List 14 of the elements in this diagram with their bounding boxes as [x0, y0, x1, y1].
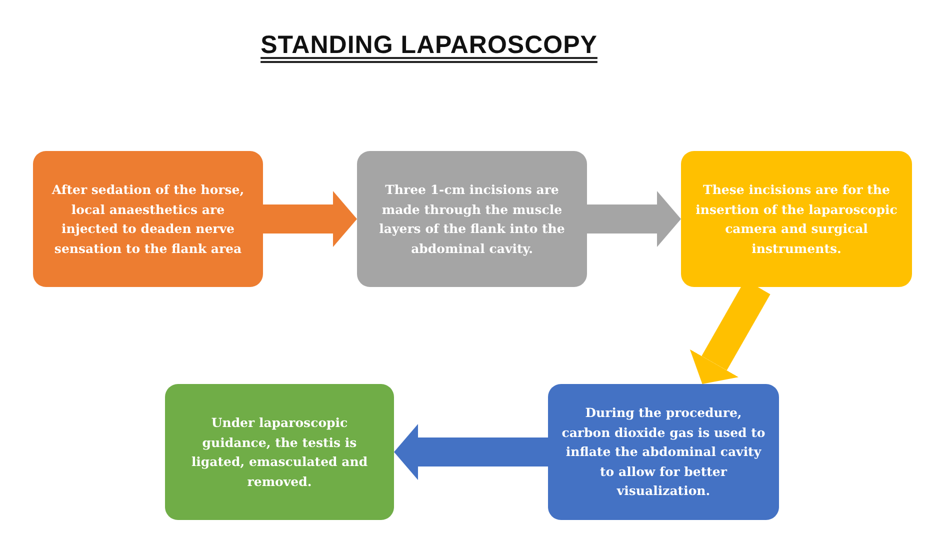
step-text: Three 1-cm incisions are made through the muscle layers of the flank into the abdominal cavity.: [378, 181, 566, 258]
block-arrow: [263, 191, 357, 247]
step-box: [33, 151, 263, 287]
step-text: After sedation of the horse, local anaesthetics are injected to deaden nerve sensation to the flank area: [50, 181, 246, 258]
step-box: [548, 384, 779, 520]
step-text: Under laparoscopic guidance, the testis is ligated, emasculated and removed.: [190, 414, 369, 490]
block-arrow: [587, 191, 681, 247]
block-arrow: [394, 424, 548, 480]
title: STANDING LAPAROSCOPY: [260, 30, 598, 61]
step-text: During the procedure, carbon dioxide gas is used to inflate the abdominal cavity to allow for better visualization.: [560, 404, 766, 500]
step-text: These incisions are for the insertion of the laparoscopic camera and surgical instruments.: [694, 181, 898, 258]
step-box: [681, 151, 912, 287]
step-box: [165, 384, 394, 520]
step-box: [357, 151, 587, 287]
